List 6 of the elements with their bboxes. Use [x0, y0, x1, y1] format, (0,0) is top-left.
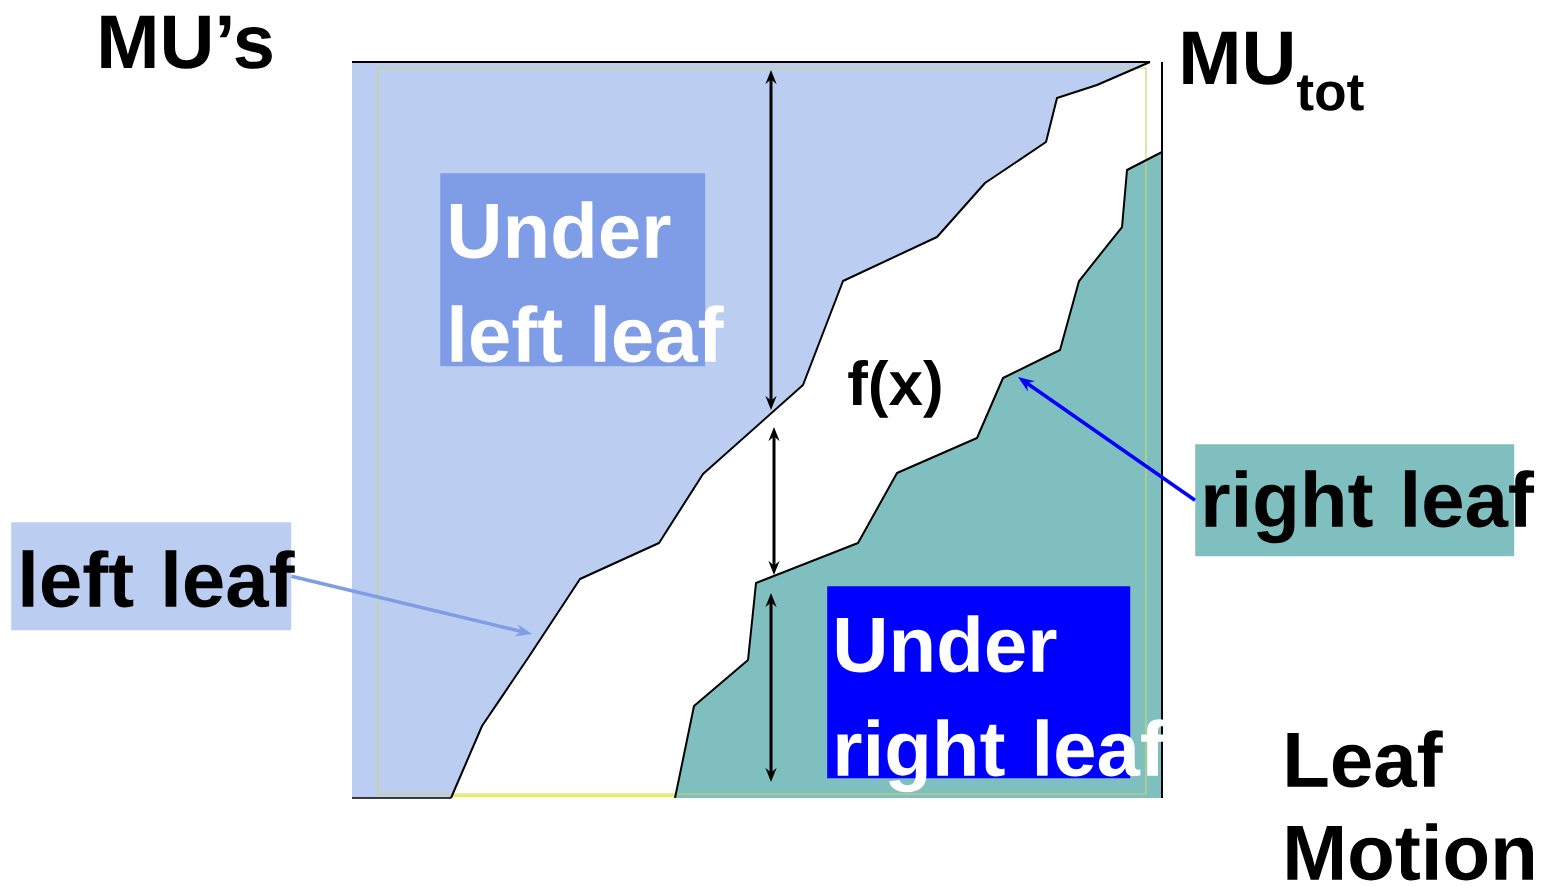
text-box: Under left leaf [440, 173, 724, 367]
curve-label: f(x) [848, 360, 941, 418]
axis-label: Leaf Motion [1287, 730, 1533, 881]
text-box: left leaf [11, 522, 295, 631]
axis-label: MU$_{tot}$ [1183, 31, 1364, 111]
axis-label: MU’s [101, 15, 272, 69]
